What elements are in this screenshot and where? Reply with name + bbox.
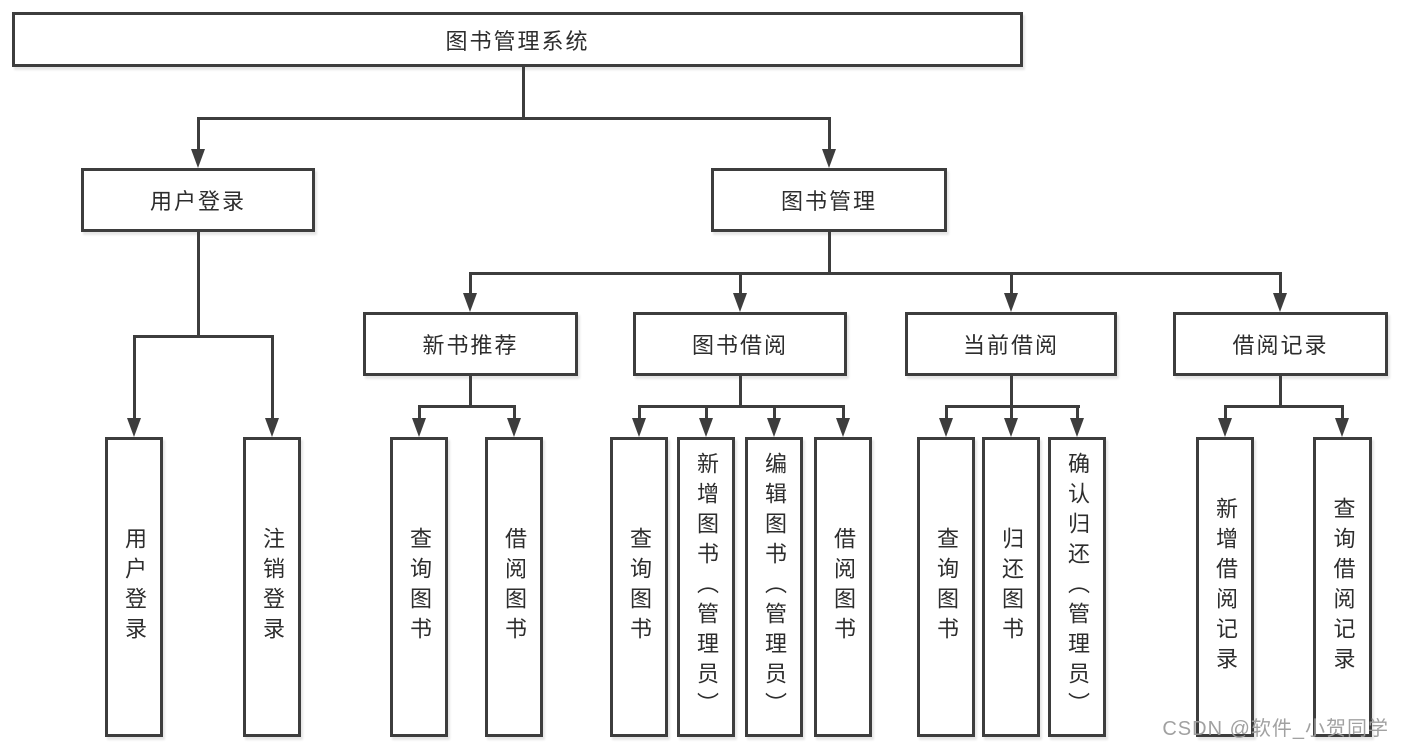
connector-l2-bus bbox=[197, 117, 831, 120]
connector-current-stem-3 bbox=[1076, 406, 1079, 420]
connector-l3-stem-4 bbox=[1279, 273, 1282, 295]
connector-l3-stem-1 bbox=[469, 273, 472, 295]
connector-userlogin-stem-1 bbox=[133, 336, 136, 420]
connector-records-stem-2 bbox=[1341, 406, 1344, 420]
node-current-borrowing: 当前借阅 bbox=[905, 312, 1117, 376]
connector-borrowing-stem-1 bbox=[638, 406, 641, 420]
arrow-down-user-login bbox=[191, 149, 205, 168]
arrow-down-borrowing-records bbox=[1273, 293, 1287, 312]
connector-l3-stem-3 bbox=[1010, 273, 1013, 295]
connector-current-drop bbox=[1010, 376, 1013, 406]
arrow-down-confirm-return bbox=[1070, 418, 1084, 437]
connector-recommend-stem-2 bbox=[513, 406, 516, 420]
node-book-borrowing: 图书借阅 bbox=[633, 312, 847, 376]
connector-bookmgmt-drop bbox=[828, 232, 831, 273]
arrow-down-query-record bbox=[1335, 418, 1349, 437]
arrow-down-query-books-3 bbox=[939, 418, 953, 437]
connector-recommend-stem-1 bbox=[418, 406, 421, 420]
connector-records-bus bbox=[1224, 405, 1344, 408]
arrow-down-book-management bbox=[822, 149, 836, 168]
arrow-down-query-books-2 bbox=[632, 418, 646, 437]
leaf-query-books-current: 查询图书 bbox=[917, 437, 975, 737]
node-new-book-recommend: 新书推荐 bbox=[363, 312, 578, 376]
arrow-down-borrow-books-1 bbox=[507, 418, 521, 437]
connector-l2-stem-right bbox=[828, 118, 831, 151]
leaf-borrow-books-recommend: 借阅图书 bbox=[485, 437, 543, 737]
connector-userlogin-stem-2 bbox=[271, 336, 274, 420]
connector-userlogin-drop bbox=[197, 232, 200, 336]
arrow-down-book-borrowing bbox=[733, 293, 747, 312]
leaf-query-books-recommend: 查询图书 bbox=[390, 437, 448, 737]
connector-borrowing-stem-4 bbox=[842, 406, 845, 420]
leaf-query-borrow-record: 查询借阅记录 bbox=[1313, 437, 1372, 737]
connector-borrowing-stem-2 bbox=[705, 406, 708, 420]
connector-borrowing-drop bbox=[739, 376, 742, 406]
connector-root-drop bbox=[522, 67, 525, 118]
connector-records-drop bbox=[1279, 376, 1282, 406]
connector-l3-bus bbox=[469, 272, 1282, 275]
connector-current-stem-1 bbox=[945, 406, 948, 420]
arrow-down-new-book-recommend bbox=[463, 293, 477, 312]
leaf-query-books-borrowing: 查询图书 bbox=[610, 437, 668, 737]
connector-l3-stem-2 bbox=[739, 273, 742, 295]
arrow-down-edit-books bbox=[767, 418, 781, 437]
leaf-return-books: 归还图书 bbox=[982, 437, 1040, 737]
arrow-down-user-login-leaf bbox=[127, 418, 141, 437]
leaf-confirm-return-admin: 确认归还（管理员） bbox=[1048, 437, 1106, 737]
arrow-down-borrow-books-2 bbox=[836, 418, 850, 437]
arrow-down-add-record bbox=[1218, 418, 1232, 437]
connector-recommend-bus bbox=[418, 405, 516, 408]
node-borrowing-records: 借阅记录 bbox=[1173, 312, 1388, 376]
arrow-down-current-borrowing bbox=[1004, 293, 1018, 312]
connector-userlogin-bus bbox=[133, 335, 274, 338]
arrow-down-logout-leaf bbox=[265, 418, 279, 437]
connector-recommend-drop bbox=[469, 376, 472, 406]
leaf-add-borrow-record: 新增借阅记录 bbox=[1196, 437, 1254, 737]
arrow-down-query-books-1 bbox=[412, 418, 426, 437]
connector-current-stem-2 bbox=[1010, 406, 1013, 420]
connector-borrowing-bus bbox=[638, 405, 845, 408]
csdn-watermark: CSDN @软件_小贺同学 bbox=[1162, 718, 1389, 740]
node-book-management: 图书管理 bbox=[711, 168, 947, 232]
arrow-down-return-books bbox=[1004, 418, 1018, 437]
connector-l2-stem-left bbox=[197, 118, 200, 151]
leaf-add-books-admin: 新增图书（管理员） bbox=[677, 437, 735, 737]
arrow-down-add-books bbox=[699, 418, 713, 437]
leaf-borrow-books-borrowing: 借阅图书 bbox=[814, 437, 872, 737]
leaf-logout: 注销登录 bbox=[243, 437, 301, 737]
connector-borrowing-stem-3 bbox=[773, 406, 776, 420]
leaf-edit-books-admin: 编辑图书（管理员） bbox=[745, 437, 803, 737]
leaf-user-login: 用户登录 bbox=[105, 437, 163, 737]
node-user-login: 用户登录 bbox=[81, 168, 315, 232]
connector-records-stem-1 bbox=[1224, 406, 1227, 420]
node-root: 图书管理系统 bbox=[12, 12, 1023, 67]
